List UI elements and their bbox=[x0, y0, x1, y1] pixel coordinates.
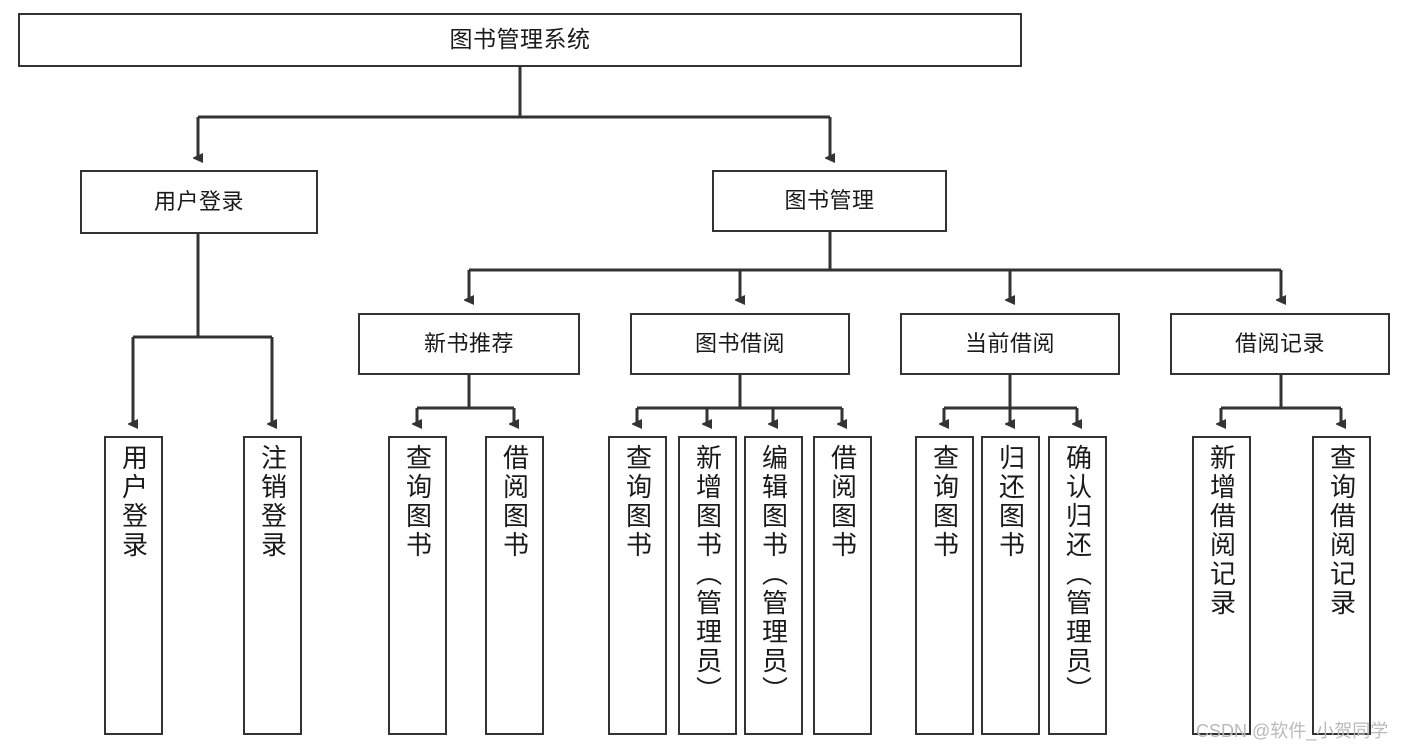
node-root-system[interactable]: 图书管理系统 bbox=[18, 13, 1022, 67]
leaf-borrow-edit-book[interactable]: 编辑图书（管理员） bbox=[744, 436, 803, 735]
node-label: 用户登录 bbox=[153, 188, 244, 214]
node-label: 查询借阅记录 bbox=[1326, 444, 1357, 618]
node-label: 确认归还（管理员） bbox=[1062, 444, 1093, 705]
node-new-book-recommend[interactable]: 新书推荐 bbox=[358, 313, 580, 375]
node-user-login[interactable]: 用户登录 bbox=[80, 170, 318, 234]
node-current-borrow[interactable]: 当前借阅 bbox=[900, 313, 1120, 375]
node-label: 用户登录 bbox=[118, 444, 149, 560]
csdn-watermark: CSDN @软件_小贺同学 bbox=[1196, 721, 1389, 741]
node-book-management[interactable]: 图书管理 bbox=[712, 170, 947, 232]
node-label: 查询图书 bbox=[929, 444, 960, 560]
node-label: 编辑图书（管理员） bbox=[758, 444, 789, 705]
leaf-borrow-borrow-book[interactable]: 借阅图书 bbox=[813, 436, 872, 735]
node-label: 查询图书 bbox=[402, 444, 433, 560]
node-label: 图书管理系统 bbox=[449, 26, 591, 53]
node-label: 图书管理 bbox=[784, 187, 875, 213]
node-label: 归还图书 bbox=[995, 444, 1026, 560]
leaf-recommend-query-book[interactable]: 查询图书 bbox=[388, 436, 447, 735]
leaf-recommend-borrow-book[interactable]: 借阅图书 bbox=[485, 436, 544, 735]
node-label: 借阅记录 bbox=[1234, 330, 1325, 356]
node-label: 新书推荐 bbox=[423, 330, 514, 356]
node-label: 查询图书 bbox=[622, 444, 653, 560]
leaf-record-query-record[interactable]: 查询借阅记录 bbox=[1312, 436, 1371, 735]
leaf-current-confirm-return[interactable]: 确认归还（管理员） bbox=[1048, 436, 1107, 735]
node-label: 新增图书（管理员） bbox=[692, 444, 723, 705]
leaf-record-add-record[interactable]: 新增借阅记录 bbox=[1192, 436, 1251, 735]
node-book-borrow[interactable]: 图书借阅 bbox=[630, 313, 850, 375]
node-label: 当前借阅 bbox=[964, 330, 1055, 356]
leaf-user-login[interactable]: 用户登录 bbox=[104, 436, 163, 735]
node-label: 图书借阅 bbox=[694, 330, 785, 356]
leaf-user-logout[interactable]: 注销登录 bbox=[243, 436, 302, 735]
leaf-current-return-book[interactable]: 归还图书 bbox=[981, 436, 1040, 735]
node-label: 借阅图书 bbox=[499, 444, 530, 560]
node-borrow-record[interactable]: 借阅记录 bbox=[1170, 313, 1390, 375]
leaf-borrow-add-book[interactable]: 新增图书（管理员） bbox=[678, 436, 737, 735]
node-label: 注销登录 bbox=[257, 444, 288, 560]
node-label: 新增借阅记录 bbox=[1206, 444, 1237, 618]
node-label: 借阅图书 bbox=[827, 444, 858, 560]
leaf-borrow-query-book[interactable]: 查询图书 bbox=[608, 436, 667, 735]
leaf-current-query-book[interactable]: 查询图书 bbox=[915, 436, 974, 735]
